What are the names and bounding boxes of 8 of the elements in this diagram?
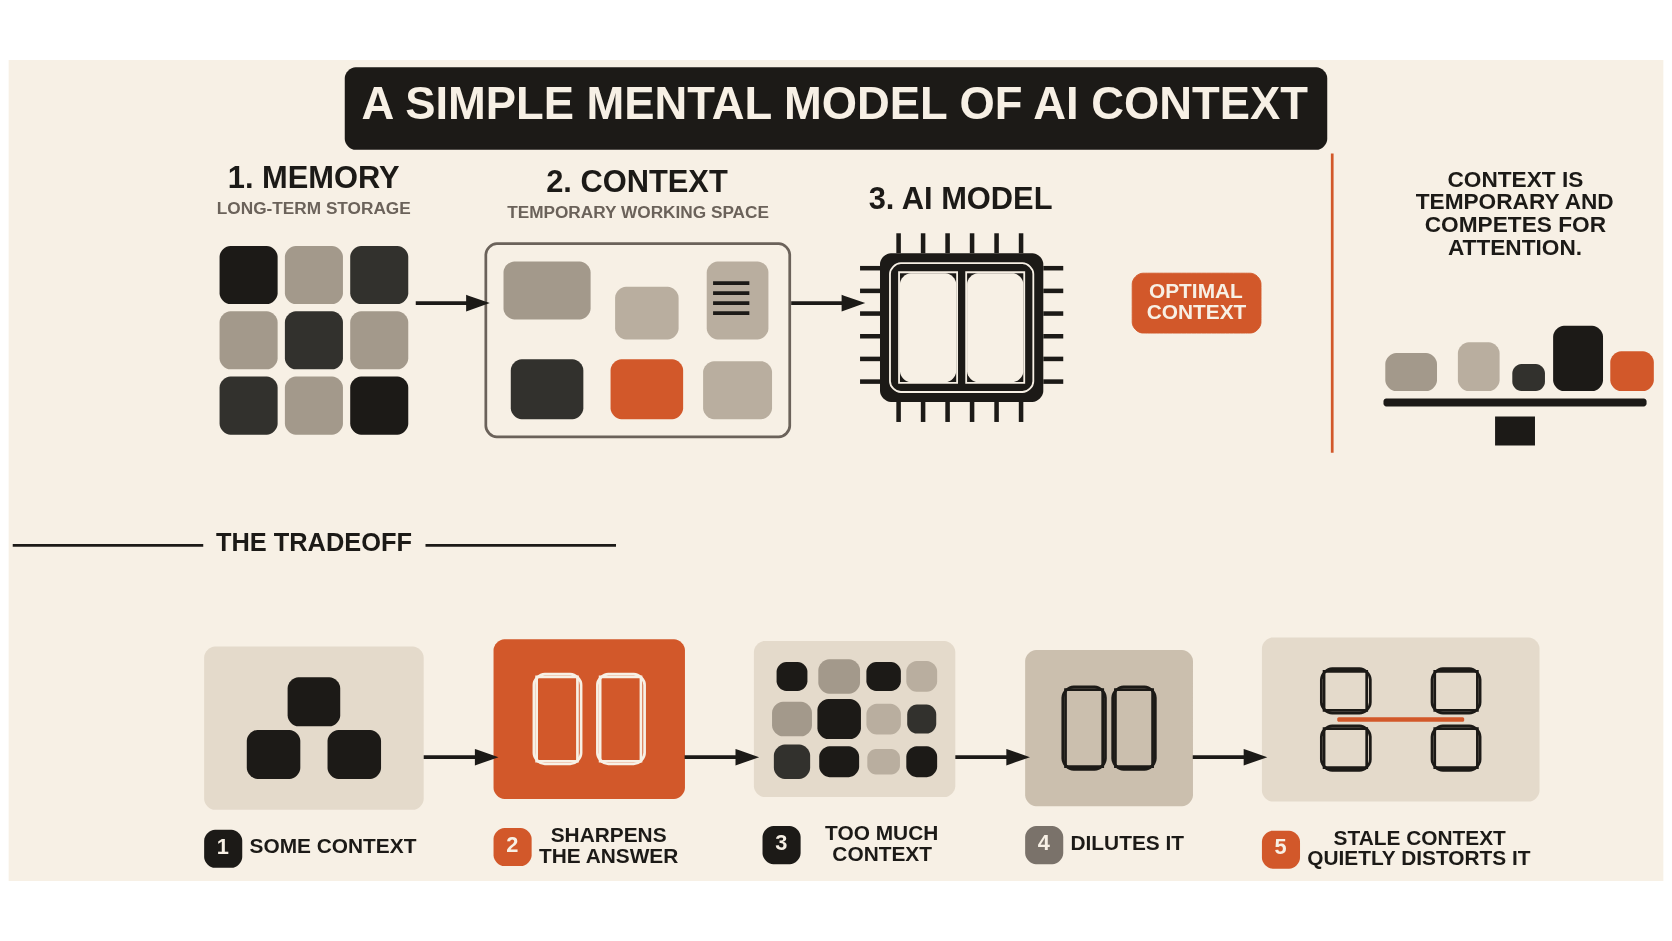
node-label: LONG-TERM STORAGE [216, 198, 411, 219]
diagram-title: A SIMPLE MENTAL MODEL OF AI CONTEXT [361, 78, 1308, 130]
node-label: TEMPORARY WORKING SPACE [507, 202, 769, 223]
node-label: 3. AI MODEL [868, 180, 1053, 216]
node-label: 1. MEMORY [227, 160, 400, 196]
node-label: 2. CONTEXT [546, 163, 728, 199]
label: CONTEXT IS TEMPORARY AND COMPETES FOR ATTENTION. [1415, 165, 1614, 260]
label: THE TRADEOFF [215, 527, 412, 556]
